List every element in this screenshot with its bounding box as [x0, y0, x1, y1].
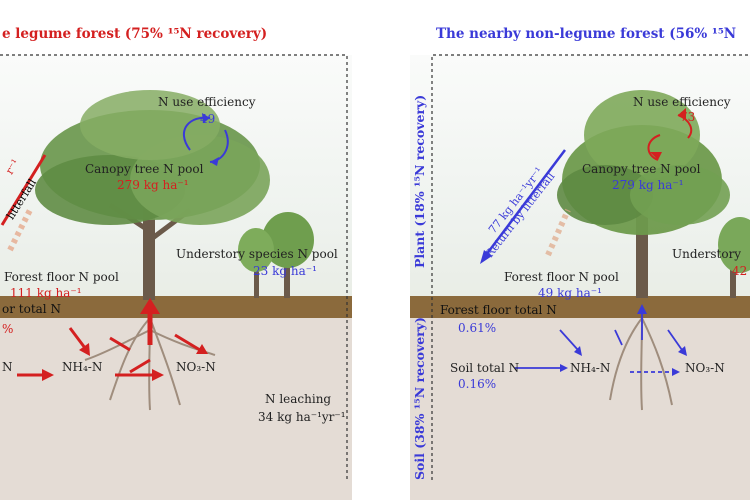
- canopy-n-pool-label: Canopy tree N pool: [85, 162, 204, 176]
- legume-forest-title: e legume forest (75% ¹⁵N recovery): [2, 26, 268, 42]
- panel-frame: [0, 54, 348, 480]
- litter-particles: [545, 208, 571, 257]
- understory-n-pool-label: Understory: [672, 247, 742, 261]
- legume-forest-panel: e legume forest (75% ¹⁵N recovery) N use…: [0, 0, 352, 500]
- n-use-efficiency-value: 73: [680, 110, 696, 124]
- nh4-n-label: NH₄-N: [570, 361, 611, 375]
- roots-illustration: [84, 317, 216, 411]
- n-use-efficiency-value: 49: [200, 112, 216, 126]
- nh4-n-label: NH₄-N: [62, 360, 103, 374]
- forest-floor-total-n-value: %: [2, 322, 14, 336]
- forest-floor-total-n-label: or total N: [2, 302, 61, 316]
- canopy-tree-illustration: [35, 90, 270, 300]
- plant-recovery-axis-label: Plant (18% ¹⁵N recovery): [412, 94, 427, 268]
- soil-flux-arrows: [17, 327, 208, 381]
- n-use-efficiency-label: N use efficiency: [633, 95, 731, 109]
- soil-total-n-label: Soil total N: [450, 361, 520, 375]
- forest-floor-layer: [0, 296, 352, 320]
- n-leaching-label: N leaching: [265, 392, 332, 406]
- litterfall-arrow: [0, 154, 47, 226]
- canopy-tree-illustration: [557, 90, 730, 298]
- soil-layer: [0, 318, 352, 500]
- soil-total-n-label: N: [2, 360, 13, 374]
- soil-total-n-value: 0.16%: [458, 377, 497, 391]
- soil-flux-arrows: [515, 304, 687, 376]
- non-legume-forest-title: The nearby non-legume forest (56% ¹⁵N: [436, 26, 737, 42]
- soil-recovery-axis-label: Soil (38% ¹⁵N recovery): [412, 317, 427, 480]
- no3-n-label: NO₃-N: [685, 361, 725, 375]
- non-legume-forest-panel: The nearby non-legume forest (56% ¹⁵N Pl…: [410, 0, 750, 500]
- no3-n-label: NO₃-N: [176, 360, 216, 374]
- legume-forest-illustration: [0, 54, 348, 480]
- understory-n-pool-value: 42: [732, 264, 748, 278]
- forest-floor-layer: [410, 296, 750, 320]
- understory-n-pool-value: 23 kg ha⁻¹: [253, 264, 317, 278]
- forest-floor-n-pool-label: Forest floor N pool: [4, 270, 119, 284]
- panel-frame: [431, 54, 750, 480]
- forest-floor-n-pool-value: 49 kg ha⁻¹: [538, 286, 602, 300]
- forest-floor-total-n-value: 0.61%: [458, 321, 497, 335]
- litterfall-arrow: [485, 149, 566, 256]
- forest-floor-n-pool-value: 111 kg ha⁻¹: [10, 286, 82, 300]
- canopy-n-pool-value: 279 kg ha⁻¹: [117, 178, 189, 192]
- roots-illustration: [609, 317, 673, 411]
- canopy-n-pool-label: Canopy tree N pool: [582, 162, 701, 176]
- n-leaching-value: 34 kg ha⁻¹yr⁻¹: [258, 410, 346, 424]
- n-use-efficiency-label: N use efficiency: [158, 95, 256, 109]
- forest-floor-total-n-label: Forest floor total N: [440, 303, 557, 317]
- understory-tree-illustration: [238, 212, 314, 298]
- understory-n-pool-label: Understory species N pool: [176, 247, 338, 261]
- forest-floor-n-pool-label: Forest floor N pool: [504, 270, 619, 284]
- understory-tree-illustration: [718, 217, 750, 298]
- canopy-n-pool-value: 279 kg ha⁻¹: [612, 178, 684, 192]
- non-legume-forest-illustration: [431, 54, 750, 480]
